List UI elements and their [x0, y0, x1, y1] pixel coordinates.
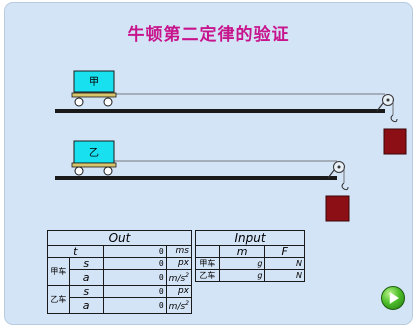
- next-button[interactable]: [381, 286, 405, 310]
- output-yi-s-label: s: [68, 285, 104, 298]
- cart-yi-label: 乙: [89, 147, 99, 159]
- output-jia-a-value: 0: [102, 269, 167, 286]
- input-row-jia: 甲车 g N: [195, 257, 305, 270]
- track-top: [55, 93, 407, 155]
- page-title: 牛顿第二定律的验证: [127, 25, 290, 45]
- input-row-yi: 乙车 g N: [195, 269, 305, 282]
- cart-jia-base: [71, 92, 117, 98]
- output-header: Out: [47, 230, 192, 246]
- hook-bottom: [341, 182, 349, 191]
- output-yi-s-value: 0: [102, 285, 167, 298]
- output-yi-a-unit-cell: m/s2: [165, 297, 193, 314]
- pulley-top-axle: [386, 98, 390, 102]
- output-jia-a-unit: m/s: [168, 274, 186, 284]
- output-t-value: 0: [102, 245, 167, 258]
- output-row-jia-a: a 0 m/s2: [48, 269, 193, 286]
- hook-top: [390, 114, 398, 123]
- input-jia-force-unit: N: [296, 259, 302, 268]
- track-top-rail: [55, 109, 385, 113]
- cart-jia-wheel-right: [103, 97, 113, 107]
- cart-yi-wheel-left: [74, 166, 84, 176]
- input-jia-force-field[interactable]: N: [264, 257, 305, 270]
- cart-yi[interactable]: 乙: [71, 140, 117, 176]
- weight-bottom[interactable]: [325, 195, 350, 222]
- input-yi-mass-field[interactable]: g: [218, 269, 266, 282]
- output-row-yi-s: 乙车 s 0 px: [47, 285, 193, 314]
- output-row-jia-s: 甲车 s 0 px: [47, 257, 193, 286]
- input-yi-force-field[interactable]: N: [264, 269, 305, 282]
- input-col-F: F: [264, 245, 305, 258]
- output-cart-jia: 甲车: [47, 257, 70, 286]
- output-t-label: t: [47, 245, 104, 258]
- output-jia-a-exponent: 2: [185, 272, 189, 279]
- input-yi-mass-unit: g: [257, 271, 263, 280]
- output-jia-a-label: a: [68, 269, 104, 286]
- track-bottom-rail: [55, 176, 337, 180]
- pulley-bottom-axle: [337, 165, 341, 169]
- output-row-time: t 0 ms: [47, 245, 193, 258]
- input-cart-jia: 甲车: [195, 257, 220, 270]
- cart-yi-wheel-right: [103, 166, 113, 176]
- cart-jia-label: 甲: [89, 77, 99, 88]
- output-yi-a-exponent: 2: [185, 300, 189, 307]
- input-jia-mass-field[interactable]: g: [218, 257, 266, 270]
- output-jia-s-value: 0: [102, 257, 167, 270]
- output-jia-s-unit: px: [165, 257, 193, 270]
- cart-jia-body: [73, 70, 115, 93]
- output-yi-a-unit: m/s: [168, 302, 186, 312]
- cart-jia-wheel-left: [74, 97, 84, 107]
- output-jia-a-unit-cell: m/s2: [165, 269, 193, 286]
- input-table: Input m F 甲车 g N 乙车 g N: [195, 230, 305, 282]
- output-yi-s-unit: px: [165, 285, 193, 298]
- cart-jia[interactable]: 甲: [71, 70, 117, 107]
- weight-top[interactable]: [383, 128, 407, 155]
- output-yi-a-value: 0: [102, 297, 167, 314]
- output-jia-s-label: s: [68, 257, 104, 270]
- output-table: Out t 0 ms 甲车 s 0 px a 0 m/s2 乙车 s 0 px …: [47, 230, 193, 314]
- simulation-stage: 牛顿第二定律的验证 甲: [4, 2, 413, 325]
- input-header: Input: [195, 230, 305, 246]
- input-cart-yi: 乙车: [195, 269, 220, 282]
- input-corner: [195, 245, 220, 258]
- output-yi-a-label: a: [68, 297, 104, 314]
- input-column-headers: m F: [195, 245, 305, 258]
- output-t-unit: ms: [165, 245, 193, 258]
- output-row-yi-a: a 0 m/s2: [48, 297, 193, 314]
- cart-yi-base: [71, 162, 117, 168]
- input-yi-force-unit: N: [296, 271, 302, 280]
- play-arrow-icon: [389, 291, 400, 305]
- apparatus-diagram: 甲 乙: [55, 70, 407, 222]
- track-bottom: [55, 160, 350, 222]
- input-jia-mass-unit: g: [257, 259, 263, 268]
- input-col-m: m: [218, 245, 266, 258]
- output-cart-yi: 乙车: [47, 285, 70, 314]
